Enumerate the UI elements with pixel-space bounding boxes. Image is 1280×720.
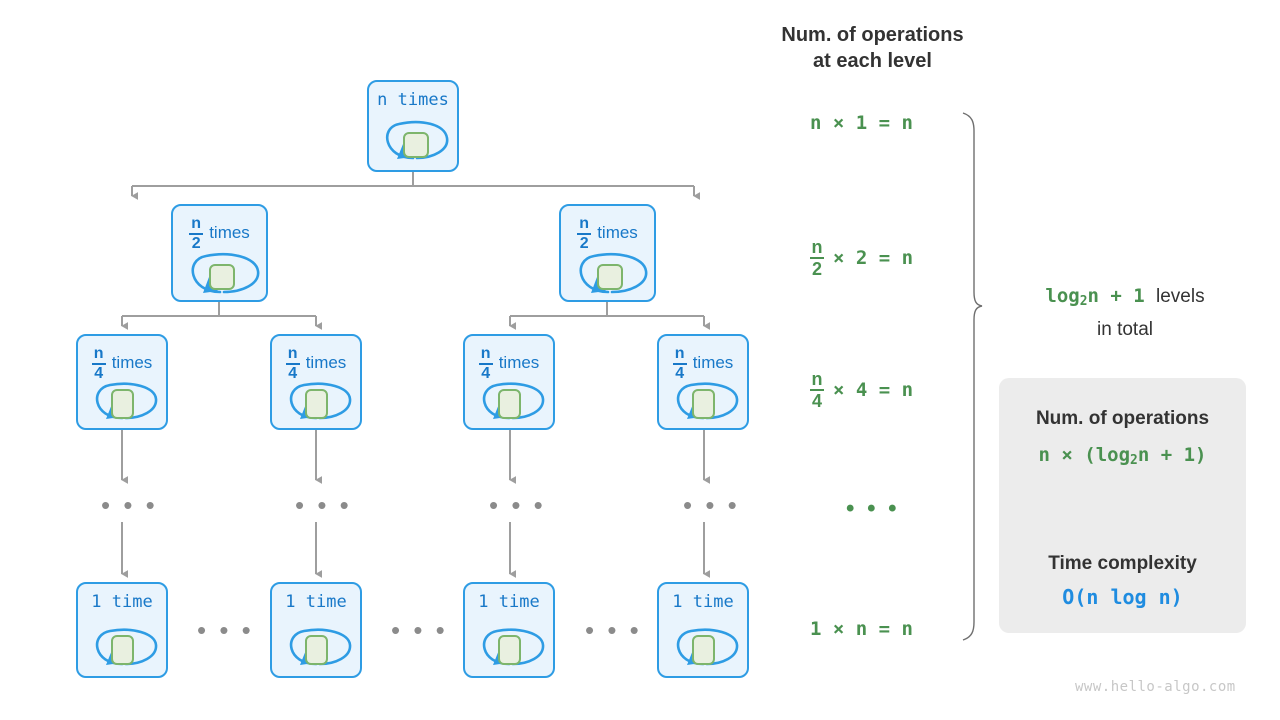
levels-total-note: log2n + 1 levels in total [1000,282,1250,344]
watermark: www.hello-algo.com [1075,679,1236,695]
vertical-ellipsis-1: • • • [101,490,158,520]
fraction: n 4 [478,346,493,382]
fraction-bar [478,363,493,365]
fraction-bar [577,233,592,235]
tree-node-label: 1 time [478,592,540,612]
operation-unit [111,635,134,665]
num-operations-heading: Num. of operations [1035,408,1210,429]
operations-row-1: n × 1 = n [810,112,913,134]
operation-unit [498,389,521,419]
leaf-separator-3: • • • [585,615,642,645]
fraction: n 4 [672,346,687,382]
operations-row-3: n 4 × 4 = n [810,370,913,410]
tree-node-label: n 2 times [577,215,638,252]
fraction: n 4 [91,346,106,382]
operations-row-ellipsis: • • • [846,495,900,522]
levels-brace [962,112,983,641]
arrow-spacer [999,474,1246,552]
operation-unit [692,635,715,665]
operation-unit [597,264,623,290]
levels-formula: log2n + 1 [1045,285,1145,309]
operations-row-2: n 2 × 2 = n [810,238,913,278]
tree-node-l3-3[interactable]: n 4 times [463,334,555,430]
summary-card: Num. of operations n × (log2n + 1) Time … [999,378,1246,633]
fraction-bar [810,389,824,391]
operations-column-title: Num. of operations at each level [760,22,985,74]
tree-node-l3-2[interactable]: n 4 times [270,334,362,430]
tree-node-label: n 4 times [478,345,539,382]
operation-unit [209,264,235,290]
operations-row-2-text: × 2 = n [833,247,914,269]
vertical-ellipsis-4: • • • [683,490,740,520]
tree-node-label: n 4 times [672,345,733,382]
operation-unit [692,389,715,419]
time-complexity-value: O(n log n) [1062,584,1183,609]
fraction-bar [672,363,687,365]
leaf-separator-1: • • • [197,615,254,645]
tree-node-label: 1 time [285,592,347,612]
tree-node-label: n 4 times [285,345,346,382]
operation-unit [111,389,134,419]
tree-node-leaf-4[interactable]: 1 time [657,582,749,678]
operation-unit [403,132,429,158]
tree-node-l3-1[interactable]: n 4 times [76,334,168,430]
operations-column-title-line1: Num. of operations [781,24,964,46]
levels-total-line2: in total [1097,318,1153,340]
operation-unit [498,635,521,665]
operations-row-1-text: n × 1 = n [810,112,913,134]
operations-row-3-text: × 4 = n [833,379,914,401]
tree-node-l2-right[interactable]: n 2 times [559,204,656,302]
operations-row-5: 1 × n = n [810,618,913,640]
operations-column-title-line2: at each level [813,50,932,72]
operation-unit [305,389,328,419]
fraction-bar [189,233,204,235]
fraction: n 2 [189,216,204,252]
operation-unit [305,635,328,665]
leaf-separator-2: • • • [391,615,448,645]
fraction-bar [91,363,106,365]
num-operations-formula: n × (log2n + 1) [1038,444,1207,468]
tree-node-label: n times [377,90,449,110]
fraction: n 4 [285,346,300,382]
tree-node-l3-4[interactable]: n 4 times [657,334,749,430]
fraction-bar [285,363,300,365]
tree-node-label: 1 time [91,592,153,612]
levels-text-after: levels [1156,286,1205,307]
fraction: n 2 [577,216,592,252]
tree-node-leaf-3[interactable]: 1 time [463,582,555,678]
vertical-ellipsis-3: • • • [489,490,546,520]
fraction-bar [810,257,824,259]
tree-node-leaf-1[interactable]: 1 time [76,582,168,678]
tree-node-label: n 4 times [91,345,152,382]
tree-node-label: 1 time [672,592,734,612]
tree-node-leaf-2[interactable]: 1 time [270,582,362,678]
fraction: n 2 [810,237,824,279]
tree-node-root[interactable]: n times [367,80,459,172]
tree-node-l2-left[interactable]: n 2 times [171,204,268,302]
fraction: n 4 [810,369,824,411]
vertical-ellipsis-2: • • • [295,490,352,520]
operations-row-5-text: 1 × n = n [810,618,913,640]
tree-node-label: n 2 times [189,215,250,252]
time-complexity-heading: Time complexity [1048,552,1197,574]
levels-total-line1: log2n + 1 levels [1000,282,1250,316]
